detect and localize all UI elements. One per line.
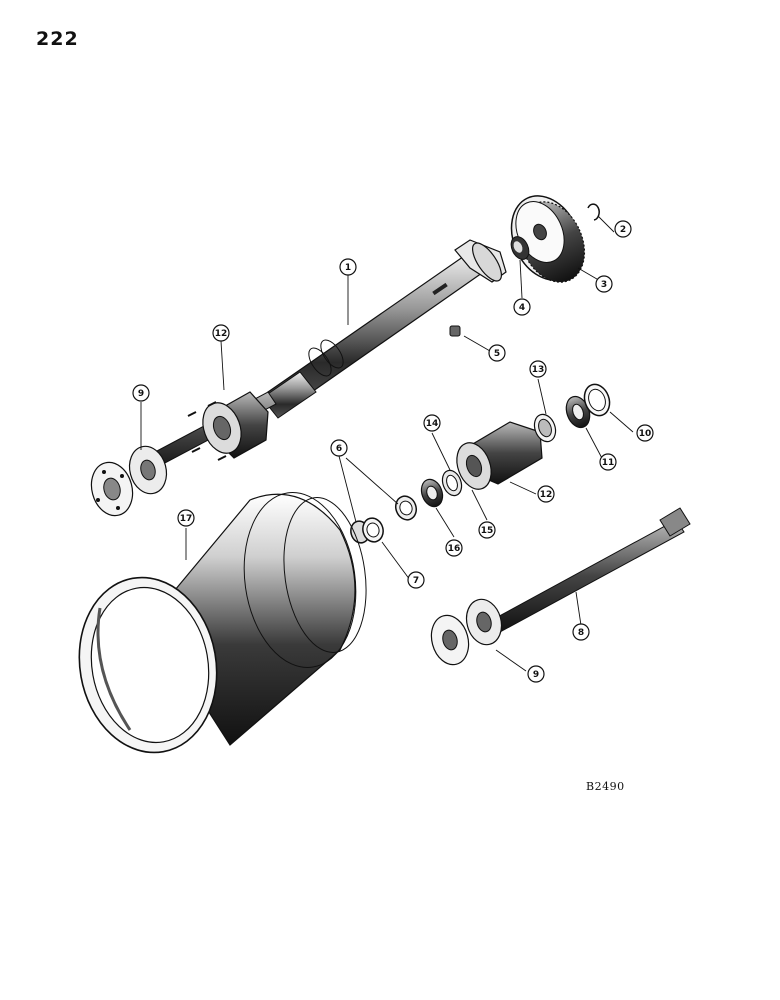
right-wheel-hub — [456, 421, 543, 490]
callout-4: 4 — [513, 298, 531, 316]
callout-11: 11 — [599, 453, 617, 471]
seal-ring-10 — [583, 383, 611, 417]
callout-17: 17 — [177, 509, 195, 527]
callout-16: 16 — [445, 539, 463, 557]
svg-text:16: 16 — [448, 544, 461, 554]
svg-text:5: 5 — [494, 349, 500, 359]
callout-15: 15 — [478, 521, 496, 539]
callout-12-left: 12 — [212, 324, 230, 342]
callout-13: 13 — [529, 360, 547, 378]
callout-2: 2 — [614, 220, 632, 238]
svg-text:15: 15 — [481, 526, 494, 536]
callout-14: 14 — [423, 414, 441, 432]
callout-7: 7 — [407, 571, 425, 589]
callout-3: 3 — [595, 275, 613, 293]
svg-text:17: 17 — [180, 514, 193, 524]
callout-6: 6 — [330, 439, 348, 457]
svg-text:14: 14 — [426, 419, 439, 429]
svg-text:12: 12 — [540, 490, 553, 500]
callout-5: 5 — [488, 344, 506, 362]
callout-1: 1 — [339, 258, 357, 276]
bearing-cup-14 — [441, 469, 463, 497]
page-number: 222 — [36, 28, 79, 50]
svg-text:8: 8 — [578, 628, 584, 638]
svg-text:6: 6 — [336, 444, 342, 454]
snap-ring — [587, 203, 600, 221]
svg-text:7: 7 — [413, 576, 419, 586]
bearing-cup-13 — [533, 413, 557, 443]
plug — [449, 325, 461, 337]
svg-text:1: 1 — [345, 263, 351, 273]
axle-housing — [139, 239, 507, 473]
svg-text:4: 4 — [519, 303, 525, 313]
seal-7 — [350, 517, 384, 544]
svg-text:9: 9 — [533, 670, 539, 680]
svg-text:9: 9 — [138, 389, 144, 399]
callout-12-right: 12 — [537, 485, 555, 503]
callout-9-right: 9 — [527, 665, 545, 683]
gear-bearing — [510, 236, 530, 260]
callout-10: 10 — [636, 424, 654, 442]
callout-8: 8 — [572, 623, 590, 641]
figure-code: B2490 — [586, 780, 625, 793]
wheel-rim — [78, 492, 367, 754]
bearing-cone-16 — [420, 478, 444, 508]
axle-shaft — [430, 507, 691, 666]
svg-text:12: 12 — [215, 329, 228, 339]
svg-text:13: 13 — [532, 365, 545, 375]
left-axle-flange — [90, 445, 168, 517]
seal-6 — [394, 495, 418, 521]
left-wheel-hub — [187, 391, 269, 461]
svg-text:3: 3 — [601, 280, 607, 290]
svg-text:11: 11 — [602, 458, 615, 468]
callout-9-left: 9 — [132, 384, 150, 402]
svg-text:10: 10 — [639, 429, 652, 439]
bull-gear — [510, 195, 586, 283]
svg-text:2: 2 — [620, 225, 626, 235]
leader-lines — [140, 215, 634, 672]
